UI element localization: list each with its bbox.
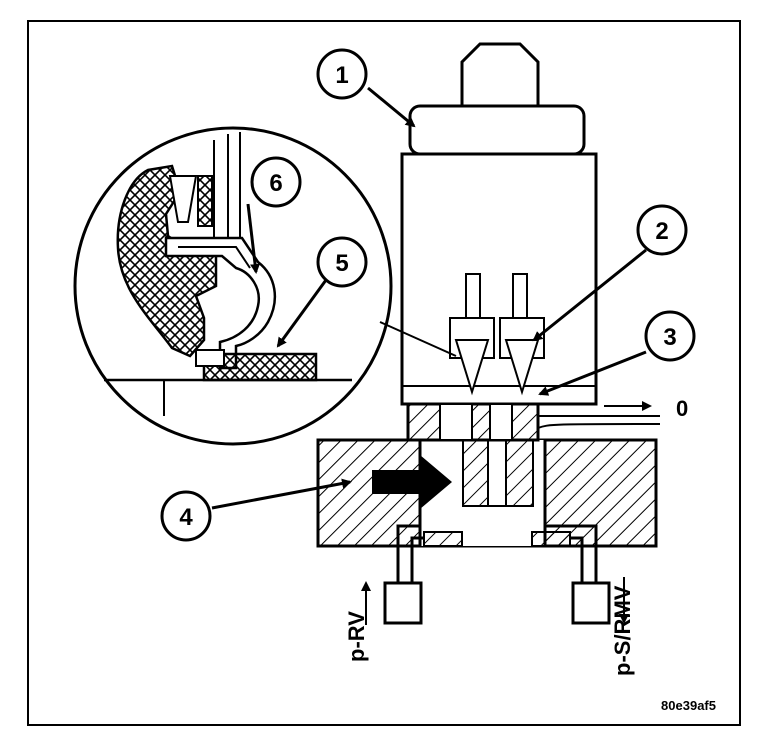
callout-3: 3 (644, 310, 696, 362)
callout-2-label: 2 (655, 218, 668, 245)
return-line (537, 401, 661, 429)
callout-4: 4 (160, 490, 212, 542)
callout-6: 6 (250, 156, 302, 208)
leader-lines (211, 86, 647, 510)
p-rv-label: p-RV (344, 611, 369, 662)
solenoid-housing (400, 42, 598, 442)
callout-6-label: 6 (269, 170, 282, 197)
detail-magnifier (73, 126, 393, 446)
p-s-rmv-label: p-S/RMV (610, 585, 635, 676)
flow-arrow (372, 455, 452, 509)
figure-id: 80e39af5 (661, 698, 716, 713)
callout-1-label: 1 (335, 62, 348, 89)
port-rv (361, 524, 424, 625)
return-port-label: 0 (676, 396, 688, 421)
callout-3-label: 3 (663, 324, 676, 351)
figure-frame (27, 20, 741, 726)
port-s-rmv (545, 524, 629, 625)
callout-5: 5 (316, 236, 368, 288)
callout-2: 2 (636, 204, 688, 256)
callout-4-label: 4 (179, 504, 193, 531)
callout-1: 1 (316, 48, 368, 100)
valve-block (316, 438, 658, 548)
callout-5-label: 5 (335, 250, 348, 277)
